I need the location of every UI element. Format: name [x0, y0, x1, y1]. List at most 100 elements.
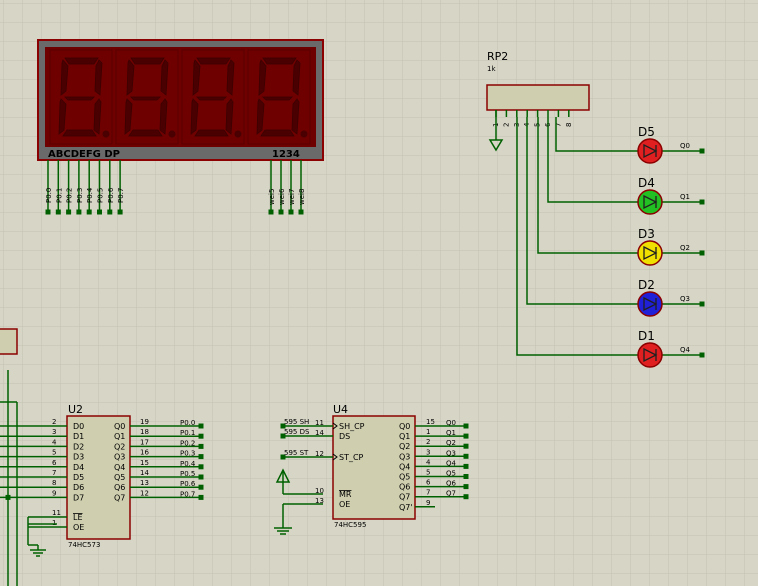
led-net-terminal[interactable]: [699, 352, 705, 358]
u4-output-terminal[interactable]: [463, 463, 469, 469]
u4-output-terminal[interactable]: [463, 474, 469, 479]
segment-pin-end[interactable]: [76, 209, 82, 215]
u4-pin-number: 6: [426, 479, 431, 487]
u2-pin-number: 16: [140, 449, 149, 457]
u2-pin-name: D7: [73, 493, 84, 502]
u4-pin-number: 14: [315, 429, 324, 437]
diode-symbol: [643, 347, 658, 363]
segment: [256, 98, 265, 135]
u2-pin-number: 15: [140, 459, 149, 467]
common-pin-end[interactable]: [268, 209, 274, 215]
u4-output-terminal[interactable]: [463, 494, 469, 500]
segment-pin-end[interactable]: [45, 209, 51, 215]
led-net-terminal[interactable]: [699, 148, 705, 154]
u2-output-terminal[interactable]: [198, 433, 204, 439]
u2-ref: U2: [68, 403, 83, 416]
u4-net-label: Q3: [446, 449, 456, 457]
u2-net-label: P0.4: [180, 460, 196, 468]
segment: [94, 59, 103, 96]
u4-output-terminal[interactable]: [463, 443, 469, 449]
rp2-value: 1k: [487, 65, 496, 73]
resistor-pack-rp2[interactable]: RP2 1k 12345678: [486, 50, 590, 152]
u4-input-terminal[interactable]: [280, 423, 286, 429]
u2-pin-name: Q4: [114, 463, 125, 472]
u2-pin-name: Q2: [114, 442, 125, 451]
led-net-terminal[interactable]: [699, 250, 705, 256]
u2-pin-name: OE: [73, 523, 84, 532]
u2-net-label: P0.6: [180, 480, 196, 488]
u2-output-terminal[interactable]: [198, 464, 204, 470]
u4-input-terminal[interactable]: [280, 433, 286, 439]
segment-pin-end[interactable]: [55, 209, 61, 215]
u4-pin-number: 11: [315, 419, 324, 427]
rp2-pin-number: 8: [565, 123, 573, 127]
u4-pin-number: 7: [426, 489, 430, 497]
rp2-pin-number: 2: [502, 123, 510, 127]
u2-pin-number: 11: [52, 509, 61, 517]
u2-pin-number: 18: [140, 428, 149, 436]
led-net-terminal[interactable]: [699, 301, 705, 307]
u4-net-label: Q2: [446, 439, 456, 447]
u4-pin-name: Q3: [399, 452, 410, 461]
segment: [124, 98, 133, 135]
u2-pin-number: 5: [52, 449, 56, 457]
u2-output-terminal[interactable]: [198, 454, 204, 460]
segment: [291, 98, 300, 135]
u2-net-label: P0.3: [180, 450, 195, 458]
static-wires: [0, 370, 323, 586]
segment: [159, 98, 168, 135]
u2-net-label: P0.2: [180, 439, 195, 447]
u2-output-terminal[interactable]: [198, 443, 204, 449]
u2-pin-name: Q6: [114, 483, 125, 492]
segment: [258, 59, 267, 96]
u4-pin-number: 5: [426, 469, 430, 477]
u2-output-terminal[interactable]: [198, 494, 204, 500]
u2-net-label: P0.5: [180, 470, 195, 478]
u2-output-terminal[interactable]: [198, 423, 204, 429]
partial-component[interactable]: [0, 328, 18, 355]
u4-pin-name: Q6: [399, 483, 410, 492]
u2-body: [66, 415, 131, 540]
u2-output-terminal[interactable]: [198, 484, 204, 490]
segment: [62, 129, 97, 137]
common-pin-end[interactable]: [288, 209, 294, 215]
segment-pin-end[interactable]: [117, 209, 123, 215]
segment-pin-end[interactable]: [107, 209, 113, 215]
u2-pin-name: Q3: [114, 453, 125, 462]
u4-pin-number: 3: [426, 448, 430, 456]
u4-output-terminal[interactable]: [463, 433, 469, 439]
segment-pin-end[interactable]: [86, 209, 92, 215]
u4-output-terminal[interactable]: [463, 423, 469, 429]
u2-output-terminal[interactable]: [198, 474, 204, 480]
u2-pin-number: 7: [52, 469, 56, 477]
segment-pin-end[interactable]: [97, 209, 102, 215]
diode-symbol: [643, 245, 658, 261]
segment: [196, 57, 231, 65]
segment-pin-end[interactable]: [66, 209, 72, 215]
segment-pin-label: P0.6: [107, 187, 115, 203]
led-net-terminal[interactable]: [699, 199, 705, 205]
u4-pin-name: Q1: [399, 432, 410, 441]
u4-net-label: 595 SH: [284, 418, 309, 426]
led-net-label: Q0: [680, 142, 690, 150]
led-body: [637, 342, 663, 368]
common-pin-end[interactable]: [278, 209, 284, 215]
u4-input-terminal[interactable]: [280, 454, 286, 460]
common-pin-end[interactable]: [298, 209, 304, 215]
u4-output-terminal[interactable]: [463, 484, 469, 490]
led-net-label: Q2: [680, 244, 690, 252]
segment: [64, 96, 95, 101]
led-ref: D2: [638, 278, 655, 292]
diode-symbol: [643, 143, 658, 159]
u2-pin-name: D4: [73, 463, 84, 472]
u4-output-terminal[interactable]: [463, 453, 469, 459]
